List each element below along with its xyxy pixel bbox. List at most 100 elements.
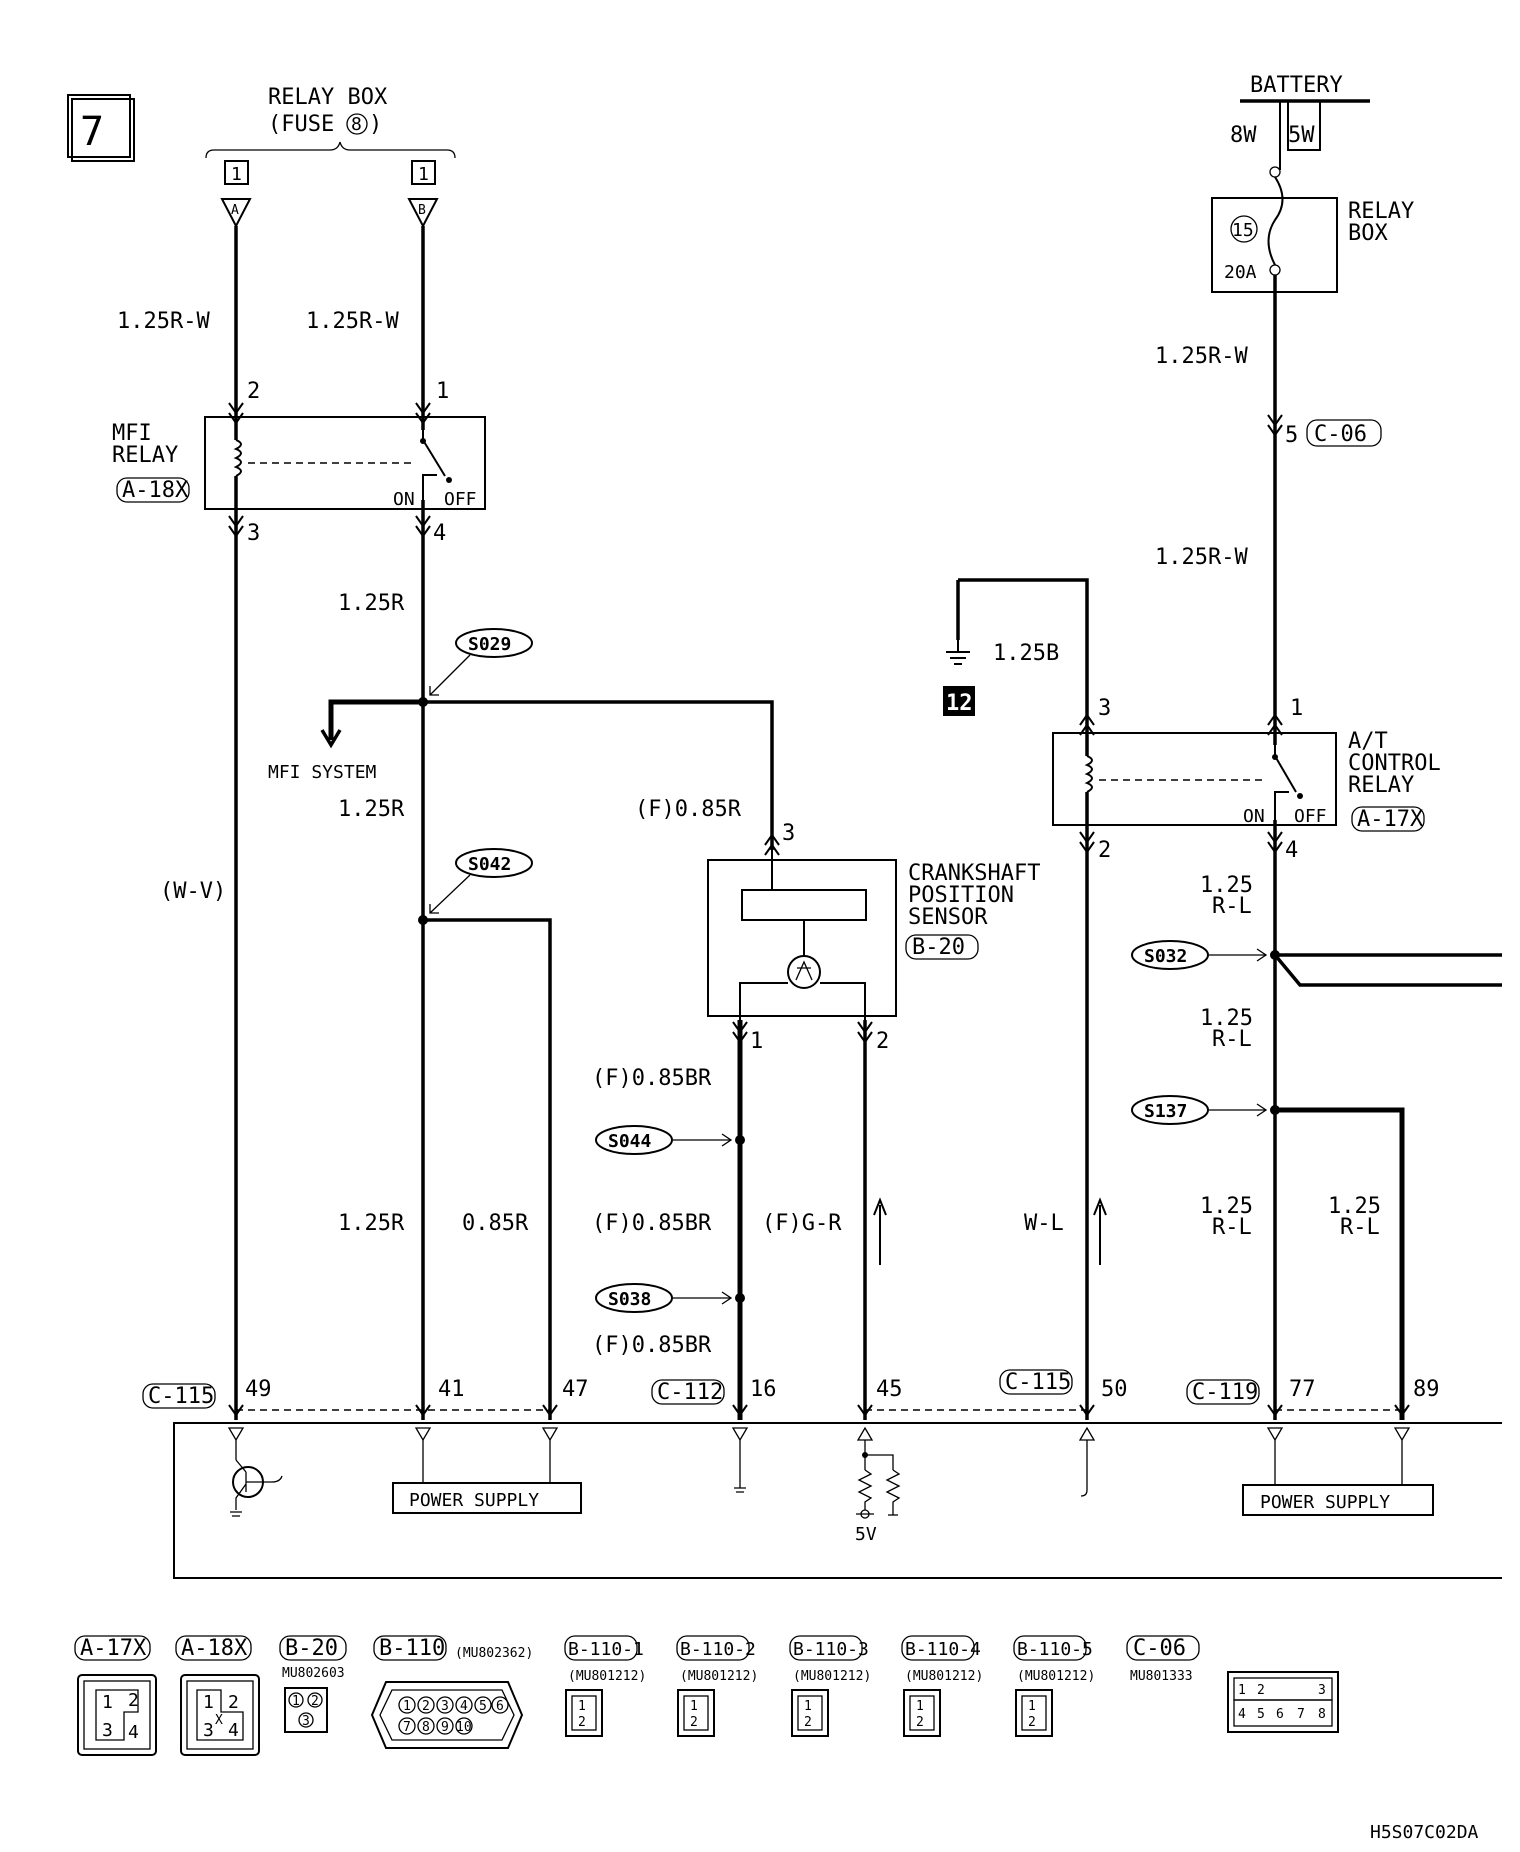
c06-tag [1306, 419, 1382, 447]
mfi-pin-2: 2 [247, 379, 260, 404]
b110-1: B-110-1 (MU801212) 1 2 [564, 1635, 646, 1737]
battery-title: BATTERY [1250, 73, 1343, 98]
splice-s038: S038 [608, 1289, 651, 1310]
c06-pin-3: 3 [1318, 1683, 1326, 1698]
b110-1-part: (MU801212) [568, 1669, 646, 1684]
voltage-5v: 5V [855, 1524, 877, 1545]
b110-pin-7: 7 [403, 1720, 411, 1735]
a18x-pin-4: 4 [228, 1720, 239, 1741]
b20-pin-3: 3 [302, 1714, 310, 1729]
legend-b110-3: B-110-3 [793, 1639, 869, 1660]
pin-a-triangle [220, 198, 252, 229]
mfi-off: OFF [444, 489, 477, 510]
a18x-cross: X [215, 1713, 223, 1728]
at-relay-line2: CONTROL [1348, 751, 1441, 776]
mfi-relay: MFI RELAY A-18X 2 1 3 4 ON OFF [112, 379, 486, 546]
b110-pin-6: 6 [496, 1699, 504, 1714]
b110-2-part: (MU801212) [680, 1669, 758, 1684]
at-off: OFF [1294, 806, 1327, 827]
b110-4-pin-2: 2 [916, 1715, 924, 1730]
pin-41: 41 [438, 1377, 465, 1402]
legend-b110-2: B-110-2 [680, 1639, 756, 1660]
c06-pin-7: 7 [1297, 1707, 1305, 1722]
at-on: ON [1243, 806, 1265, 827]
legend-b110: B-110 [379, 1636, 445, 1661]
b110-pin-2: 2 [422, 1699, 430, 1714]
c06-pin-8: 8 [1318, 1707, 1326, 1722]
fuse-number: 8 [351, 114, 362, 135]
a18x-pin-3: 3 [203, 1720, 214, 1741]
wire-rl-c1: 1.25 [1200, 1194, 1253, 1219]
ecu-c115b: C-115 [1005, 1370, 1071, 1395]
wire-rl-d1: 1.25 [1328, 1194, 1381, 1219]
pin-b-label: B [418, 203, 426, 218]
pin-89: 89 [1413, 1377, 1440, 1402]
at-relay-code: A-17X [1357, 807, 1424, 832]
power-supply-1: POWER SUPPLY [409, 1490, 539, 1511]
b20-part: MU802603 [282, 1666, 345, 1681]
b110-3-pin-1: 1 [804, 1699, 812, 1714]
ecu-c115a: C-115 [148, 1384, 214, 1409]
c06-pin-4: 4 [1238, 1707, 1246, 1722]
mfi-on: ON [393, 489, 415, 510]
splice-s029: S029 [468, 634, 511, 655]
legend-a17x: A-17X [80, 1636, 147, 1661]
b110-2: B-110-2 (MU801212) 1 2 [676, 1635, 758, 1737]
wire-r-bot: 1.25R [338, 1211, 405, 1236]
c06-pin: 5 [1285, 423, 1298, 448]
b110-3-part: (MU801212) [793, 1669, 871, 1684]
splice-s032: S032 [1144, 946, 1187, 967]
relay-box-subtitle-prefix: (FUSE [268, 112, 334, 137]
ecu-connectors: C-115 C-112 C-115 C-119 49 41 47 16 45 5… [142, 1369, 1440, 1417]
power-supply-2: POWER SUPPLY [1260, 1492, 1390, 1513]
b110-5-pin-2: 2 [1028, 1715, 1036, 1730]
splice-s042: S042 [468, 854, 511, 875]
wire-rl-a2: R-L [1212, 894, 1252, 919]
b110-3-pin-2: 2 [804, 1715, 812, 1730]
relay-box2-line2: BOX [1348, 221, 1388, 246]
wire-r-top: 1.25R [338, 591, 405, 616]
mfi-relay-line1: MFI [112, 421, 152, 446]
fuse15-number: 15 [1232, 220, 1254, 241]
c06-pins: 1 2 3 4 5 6 7 8 [1233, 1677, 1333, 1727]
b110-5: B-110-5 (MU801212) 1 2 [1013, 1635, 1095, 1737]
relay-box2-line1: RELAY [1348, 199, 1414, 224]
pin-45: 45 [876, 1377, 903, 1402]
mfi-pin-3: 3 [247, 521, 260, 546]
at-control-relay: A/T CONTROL RELAY A-17X 3 1 2 4 ON OFF [1052, 696, 1441, 863]
c06-code: C-06 [1314, 422, 1367, 447]
wire-wv: (W-V) [160, 879, 226, 904]
b110-pin-5: 5 [479, 1699, 487, 1714]
a17x-pin-2: 2 [128, 1690, 139, 1711]
pin-77: 77 [1289, 1377, 1316, 1402]
pin-49: 49 [245, 1377, 272, 1402]
sensor-pin-1: 1 [750, 1029, 763, 1054]
at-pin-1: 1 [1290, 696, 1303, 721]
b20-pin-1: 1 [292, 1694, 300, 1709]
wire-rl-d2: R-L [1340, 1215, 1380, 1240]
splice-s044: S044 [608, 1131, 652, 1152]
mfi-pin-1: 1 [436, 379, 449, 404]
resistor-2 [885, 1469, 901, 1515]
ecu-box: POWER SUPPLY 5V POWER SUPPLY [173, 1422, 1502, 1579]
at-pin-2: 2 [1098, 838, 1111, 863]
ecu-c112: C-112 [657, 1380, 723, 1405]
sensor-line1: CRANKSHAFT [908, 861, 1040, 886]
legend-b110-1: B-110-1 [568, 1639, 644, 1660]
sensor-line2: POSITION [908, 883, 1014, 908]
mfi-pin-4: 4 [433, 521, 446, 546]
a18x-pin-2: 2 [228, 1692, 239, 1713]
b110-2-pin-1: 1 [690, 1699, 698, 1714]
relay-box-fuse8: RELAY BOX (FUSE 8 ) 1 1 A B [205, 85, 456, 229]
a17x-pin-1: 1 [102, 1692, 113, 1713]
wire-labels: 1.25R-W 1.25R-W 1.25R-W 1.25R-W 5 C-06 1… [117, 309, 1382, 1358]
pin-b-triangle [407, 198, 439, 229]
conn-a-number: 1 [231, 164, 242, 185]
battery-wire-left: 8W [1230, 123, 1257, 148]
page-number-box: 7 [67, 94, 135, 162]
at-pin-3: 3 [1098, 696, 1111, 721]
b110-5-pin-1: 1 [1028, 1699, 1036, 1714]
conn-box-a [224, 160, 249, 185]
at-pin-4: 4 [1285, 838, 1298, 863]
wire-r-mid: 1.25R [338, 797, 405, 822]
